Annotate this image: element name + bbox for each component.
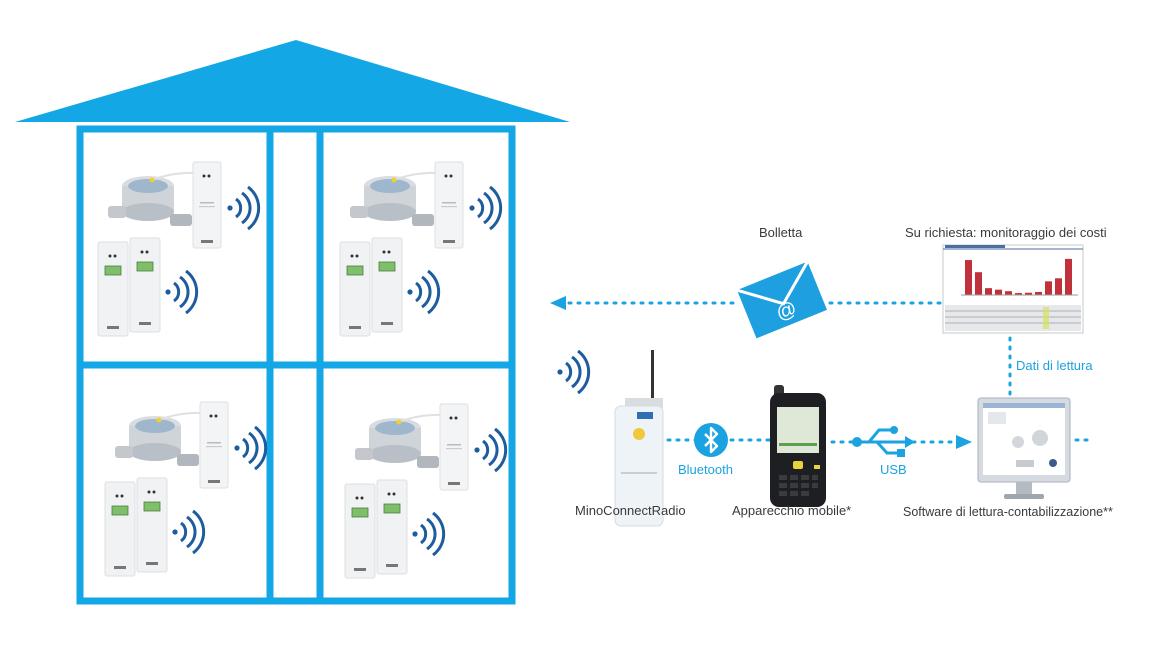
apartment-bottom-left xyxy=(105,402,266,576)
software-label: Software di lettura-contabilizzazione** xyxy=(903,505,1113,519)
report-bar xyxy=(1055,278,1062,295)
mobile-device-label: Apparecchio mobile* xyxy=(732,503,852,518)
radio-waves-icon xyxy=(555,349,591,395)
bluetooth-label: Bluetooth xyxy=(678,462,733,477)
mino-connect-label: MinoConnectRadio xyxy=(575,503,686,518)
usb-icon xyxy=(852,426,915,457)
report-bar xyxy=(1015,293,1022,295)
bluetooth-icon xyxy=(694,423,728,457)
mobile-device xyxy=(770,385,826,507)
report-bar xyxy=(1005,291,1012,295)
email-envelope-icon: @ xyxy=(736,260,827,339)
report-bar xyxy=(1025,292,1032,295)
reading-data-label: Dati di lettura xyxy=(1016,358,1093,373)
cost-report-thumbnail xyxy=(942,244,1084,334)
usb-flow-arrowhead xyxy=(956,435,972,449)
report-bar xyxy=(995,289,1002,295)
report-bar xyxy=(1035,291,1042,295)
report-bar xyxy=(975,272,982,295)
report-bar xyxy=(985,288,992,295)
computer-monitor xyxy=(977,397,1071,499)
apartment-bottom-right xyxy=(345,404,506,578)
bill-label: Bolletta xyxy=(759,225,803,240)
usb-label: USB xyxy=(880,462,907,477)
apartment-top-right xyxy=(340,162,501,336)
apartment-top-left xyxy=(98,162,259,336)
report-bar xyxy=(1065,258,1072,295)
house-roof xyxy=(15,40,570,122)
bill-flow-arrow xyxy=(550,296,942,310)
mino-connect-radio-device xyxy=(614,350,664,527)
report-bar xyxy=(965,260,972,295)
report-bar xyxy=(1045,281,1052,295)
cost-monitoring-label: Su richiesta: monitoraggio dei costi xyxy=(905,225,1107,240)
